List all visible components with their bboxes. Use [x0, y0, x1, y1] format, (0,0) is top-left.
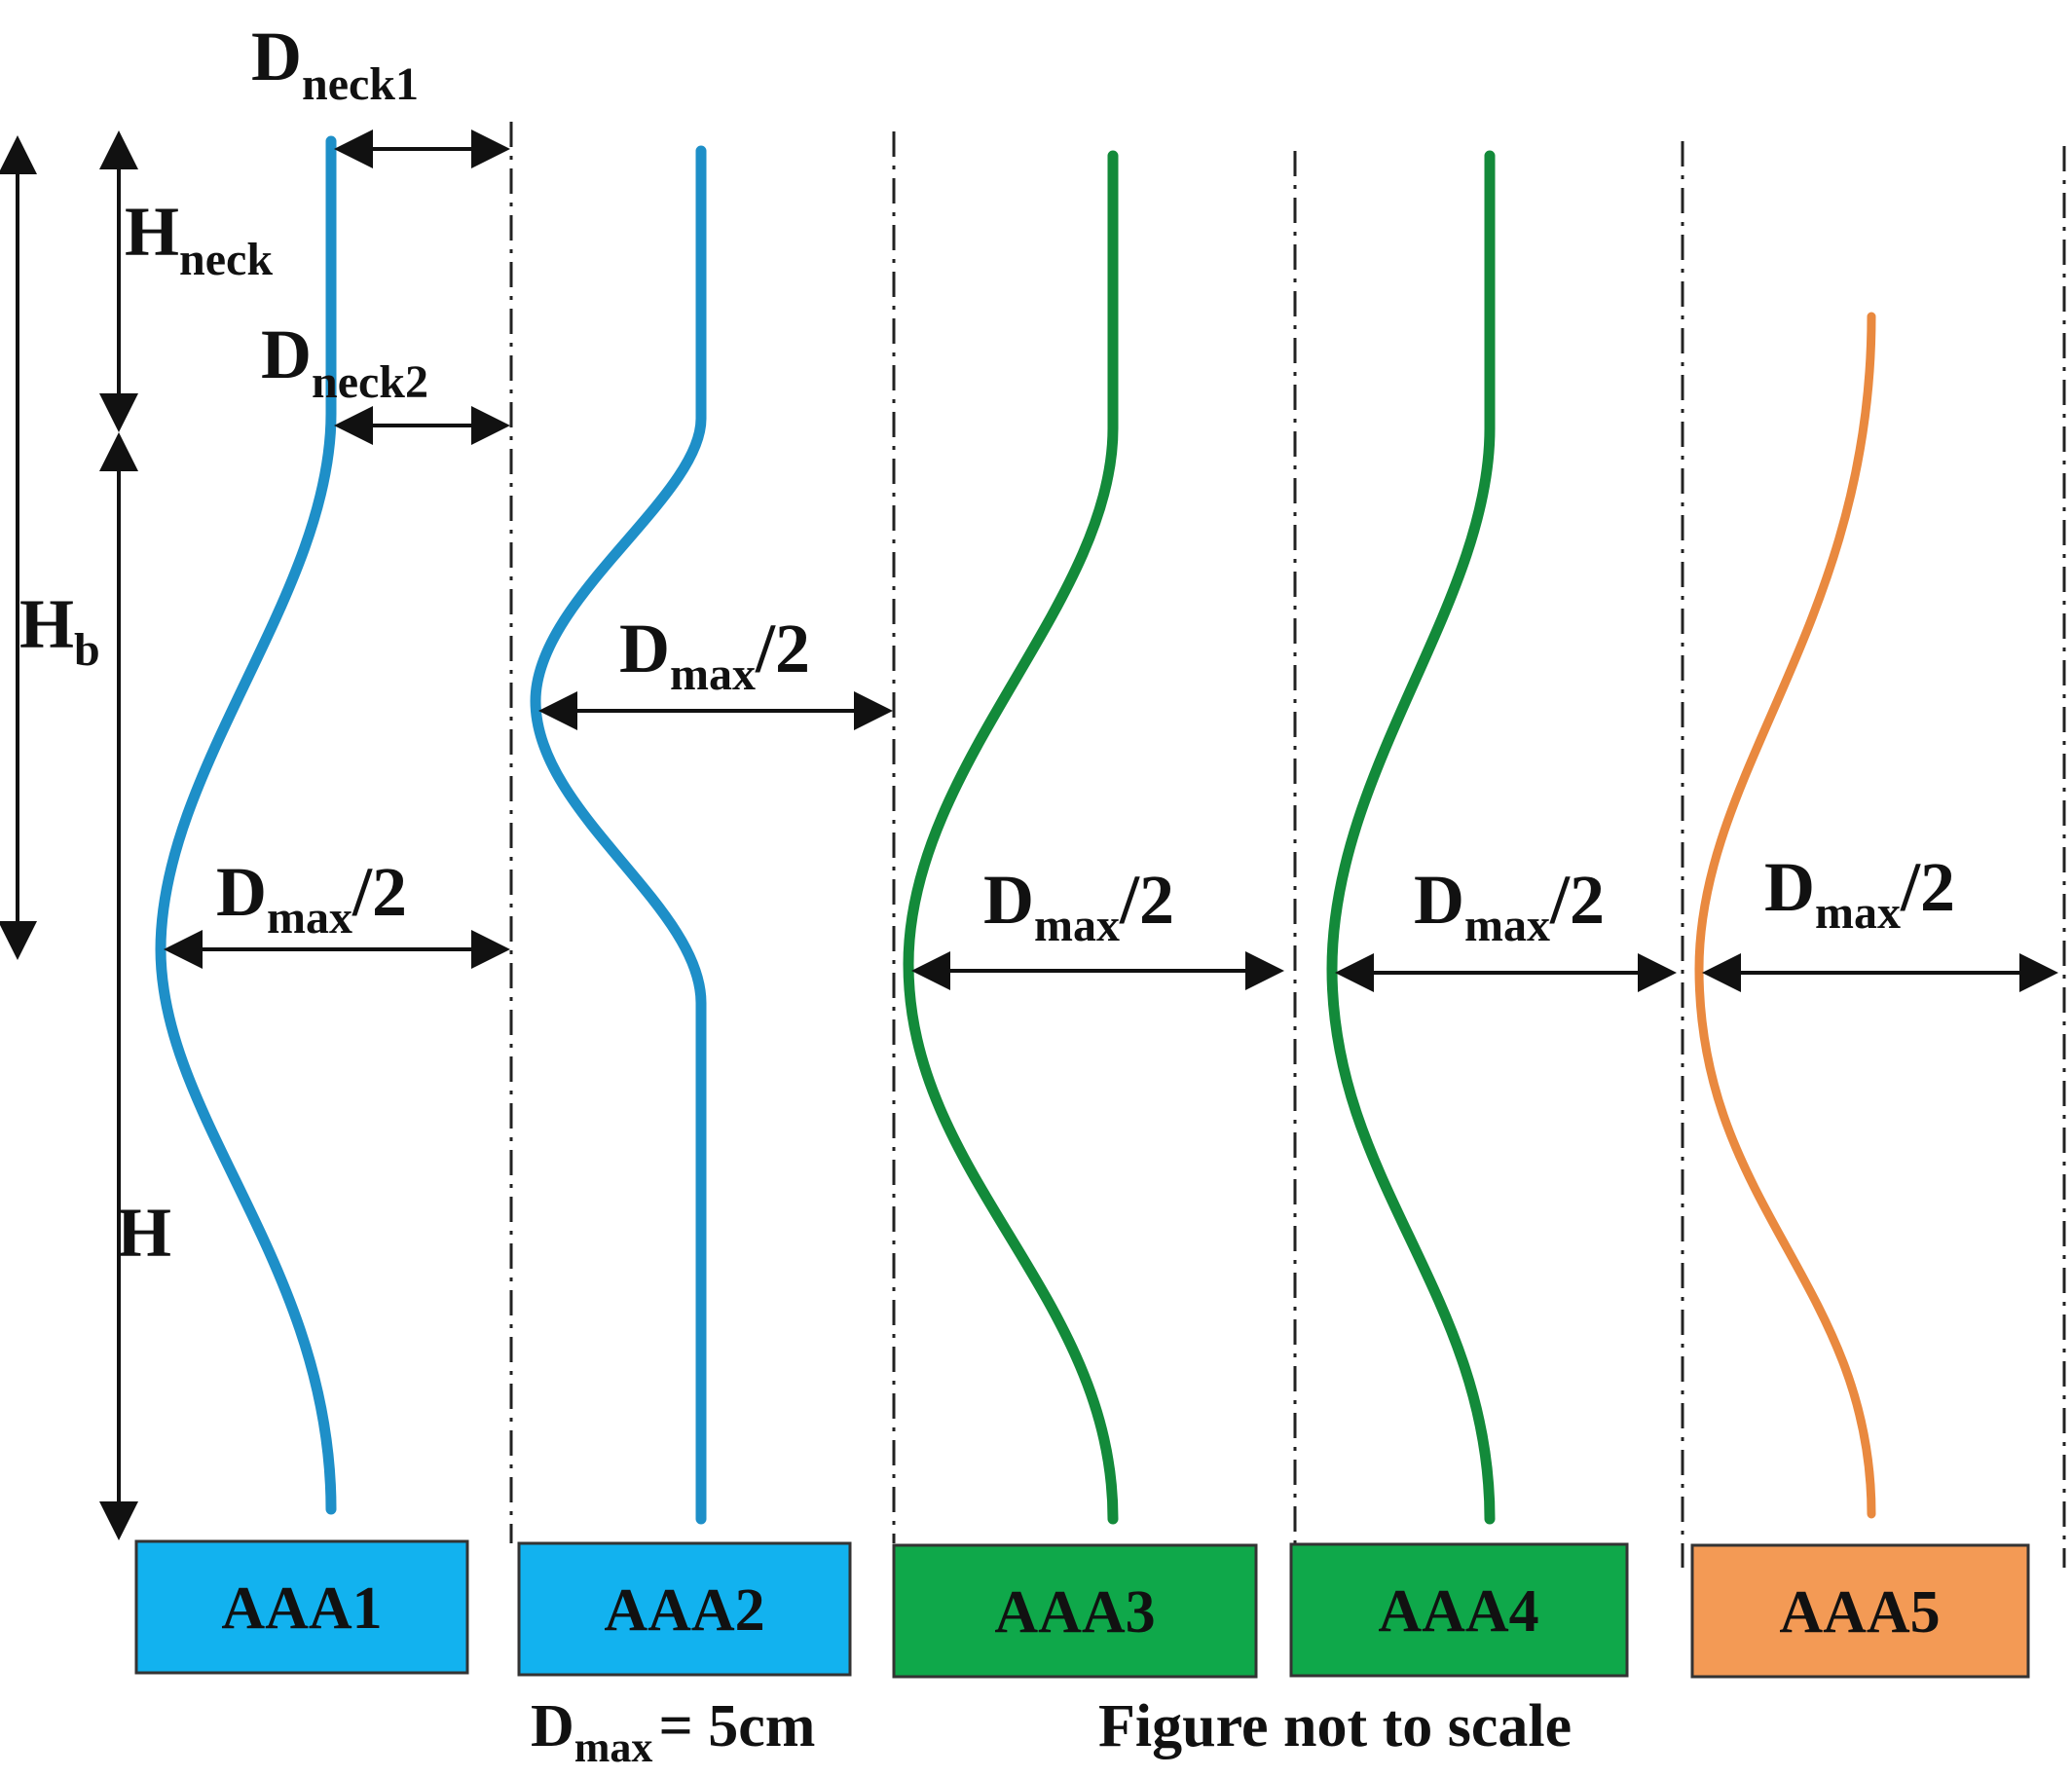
aaa3-box: AAA3: [892, 1543, 1258, 1679]
hneck-label: Hneck: [125, 193, 273, 285]
aaa4-dmax-label: Dmax/2: [1414, 861, 1605, 951]
aaa4-box-label: AAA4: [1378, 1578, 1538, 1645]
h-label: H: [117, 1194, 171, 1272]
aaa1-box-label: AAA1: [221, 1575, 382, 1642]
aaa4-box: AAA4: [1289, 1542, 1629, 1678]
aaa2-box-label: AAA2: [604, 1577, 764, 1644]
aaa1-wall-profile: [155, 135, 337, 1515]
aaa2-wall-profile: [530, 145, 707, 1525]
dneck1-label: Dneck1: [251, 18, 419, 110]
aaa5-wall-profile: [1694, 312, 1876, 1519]
aaa5-box-label: AAA5: [1779, 1579, 1940, 1646]
aaa1-dmax-label: Dmax/2: [216, 853, 407, 944]
scale-note: Figure not to scale: [1098, 1693, 1572, 1759]
aaa3-wall-profile: [903, 150, 1119, 1525]
aaa1-box: AAA1: [134, 1539, 469, 1675]
hb-label: Hb: [19, 585, 100, 676]
aaa5-dmax-label: Dmax/2: [1764, 848, 1955, 939]
aaa4-wall-profile: [1326, 150, 1496, 1525]
aaa3-dmax-label: Dmax/2: [983, 861, 1174, 951]
aaa2-dmax-label: Dmax/2: [619, 610, 810, 700]
aaa5-box: AAA5: [1690, 1543, 2030, 1679]
dneck2-label: Dneck2: [261, 315, 428, 408]
aaa3-box-label: AAA3: [994, 1579, 1155, 1646]
dmax-value-note: Dmax= 5cm: [531, 1693, 815, 1771]
aaa2-box: AAA2: [517, 1541, 852, 1677]
